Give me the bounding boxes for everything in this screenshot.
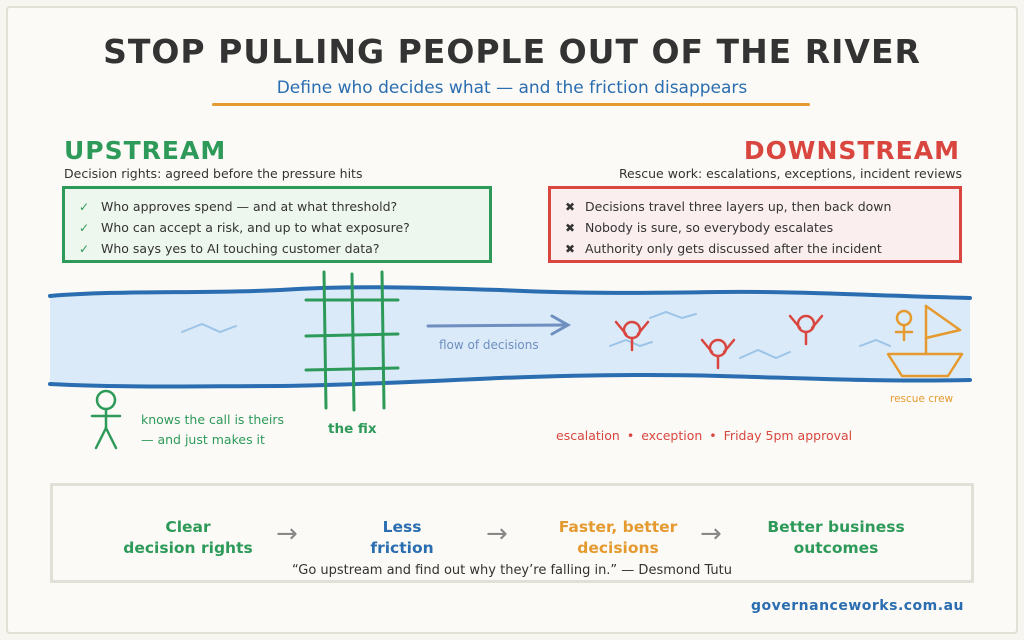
- cross-icon: ✖: [565, 220, 576, 235]
- river-top-edge: [48, 285, 972, 300]
- page-subtitle: Define who decides what — and the fricti…: [276, 78, 748, 98]
- downstream-caption: Rescue work: escalations, exceptions, in…: [618, 166, 962, 181]
- person-label: knows the call is theirs — and just make…: [141, 410, 284, 450]
- upstream-box: ✓ Who approves spend — and at what thres…: [62, 186, 492, 263]
- cross-icon: ✖: [565, 241, 576, 256]
- chain-step-line: Less: [382, 518, 422, 536]
- downstream-item-text: Authority only gets discussed after the …: [585, 241, 882, 256]
- friction-item: exception: [641, 428, 703, 443]
- arrow-right-icon: →: [700, 519, 722, 549]
- upstream-item-text: Who approves spend — and at what thresho…: [101, 199, 398, 214]
- downstream-item: ✖ Authority only gets discussed after th…: [565, 238, 959, 259]
- quote: “Go upstream and find out why they’re fa…: [291, 563, 733, 578]
- subtitle-underline: [212, 103, 810, 106]
- check-icon: ✓: [79, 220, 90, 235]
- friction-item: escalation: [556, 428, 620, 443]
- chain-step-line: outcomes: [793, 539, 879, 557]
- upstream-item: ✓ Who can accept a risk, and up to what …: [79, 217, 489, 238]
- upstream-item: ✓ Who says yes to AI touching customer d…: [79, 238, 489, 259]
- flow-arrow: [426, 314, 572, 336]
- chain-step: Faster, better decisions: [548, 517, 688, 559]
- chain-step: Less friction: [352, 517, 452, 559]
- chain-step-line: decisions: [577, 539, 659, 557]
- rescue-label: rescue crew: [890, 393, 954, 405]
- check-icon: ✓: [79, 241, 90, 256]
- ripples: [181, 310, 891, 360]
- footer-url[interactable]: governanceworks.com.au: [751, 598, 964, 614]
- chain-step-line: friction: [370, 539, 434, 557]
- flow-label: flow of decisions: [439, 338, 539, 352]
- person-icon: [90, 389, 122, 450]
- chain-step: Better business outcomes: [752, 517, 920, 559]
- friction-item: Friday 5pm approval: [723, 428, 853, 443]
- arrow-right-icon: →: [486, 519, 508, 549]
- chain-step-line: Better business: [767, 518, 905, 536]
- drowning-figures: [614, 314, 824, 370]
- cross-icon: ✖: [565, 199, 576, 214]
- downstream-item: ✖ Nobody is sure, so everybody escalates: [565, 217, 959, 238]
- fix-label: the fix: [328, 421, 377, 437]
- downstream-item-text: Nobody is sure, so everybody escalates: [585, 220, 834, 235]
- downstream-box: ✖ Decisions travel three layers up, then…: [548, 186, 962, 263]
- person-label-line: — and just makes it: [141, 432, 265, 447]
- upstream-item-text: Who says yes to AI touching customer dat…: [101, 241, 380, 256]
- fix-grid: [304, 270, 400, 412]
- downstream-item: ✖ Decisions travel three layers up, then…: [565, 196, 959, 217]
- chain-step: Clear decision rights: [108, 517, 268, 559]
- upstream-caption: Decision rights: agreed before the press…: [64, 166, 363, 181]
- arrow-right-icon: →: [276, 519, 298, 549]
- rescue-boat-icon: [886, 304, 964, 378]
- chain-step-line: decision rights: [123, 539, 253, 557]
- chain-step-line: Clear: [165, 518, 211, 536]
- upstream-item-text: Who can accept a risk, and up to what ex…: [101, 220, 410, 235]
- bullet-separator: •: [709, 428, 717, 443]
- bullet-separator: •: [626, 428, 635, 443]
- upstream-item: ✓ Who approves spend — and at what thres…: [79, 196, 489, 217]
- river-bottom-edge: [48, 372, 972, 389]
- upstream-heading: UPSTREAM: [64, 136, 227, 165]
- chain-step-line: Faster, better: [558, 518, 678, 536]
- downstream-heading: DOWNSTREAM: [743, 136, 960, 165]
- river-water: [50, 288, 970, 386]
- downstream-item-text: Decisions travel three layers up, then b…: [585, 199, 892, 214]
- outcome-chain-box: [50, 483, 974, 583]
- check-icon: ✓: [79, 199, 90, 214]
- friction-list: escalation • exception • Friday 5pm approval: [556, 428, 852, 443]
- person-label-line: knows the call is theirs: [141, 412, 285, 427]
- page-title: STOP PULLING PEOPLE OUT OF THE RIVER: [103, 32, 921, 71]
